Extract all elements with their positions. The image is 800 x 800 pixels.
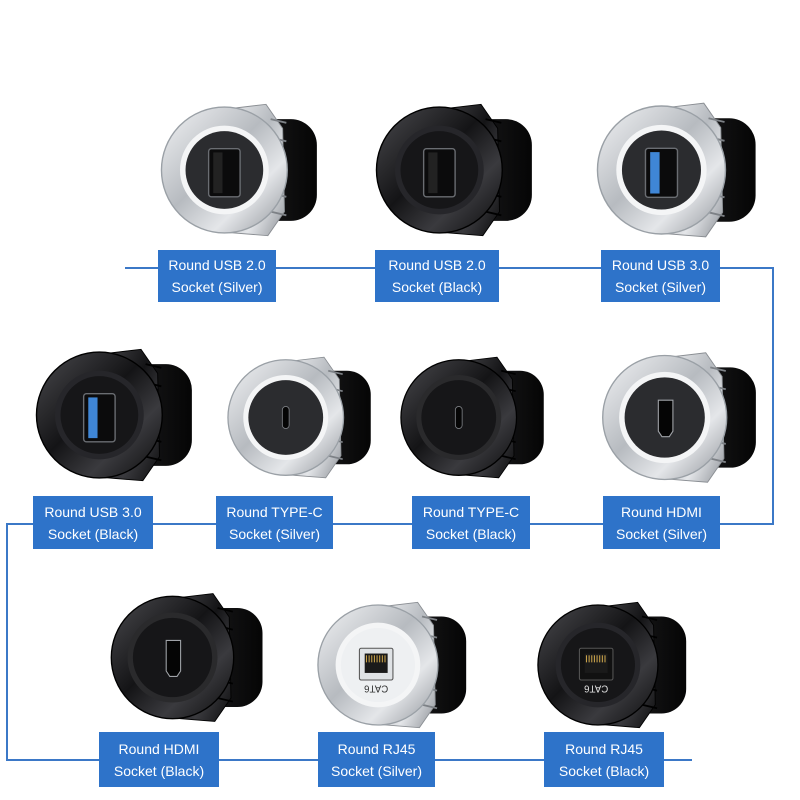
usb-c-port-icon <box>454 406 463 429</box>
product-rj45-silver: CAT6 <box>310 590 490 740</box>
connector-line <box>6 523 8 760</box>
socket-usb30-black-illustration <box>35 348 192 482</box>
socket-image <box>590 90 780 255</box>
thread-ridge <box>217 697 234 703</box>
thread-ridge <box>145 455 162 462</box>
thread-ridge <box>270 210 287 217</box>
label-line-1: Round RJ45 <box>337 740 416 757</box>
label-line-1: Round TYPE-C <box>422 503 520 520</box>
socket-hdmi-black-illustration <box>110 593 263 722</box>
label-line-1: Round HDMI <box>621 503 702 520</box>
label-line-2: Socket (Silver) <box>171 279 263 295</box>
product-hdmi-silver <box>595 340 780 495</box>
product-usb30-silver <box>590 90 780 250</box>
label-line-2: Socket (Black) <box>113 762 205 779</box>
thread-ridge <box>485 210 502 217</box>
label-typec-black: Round TYPE-C Socket (Black) <box>412 496 530 549</box>
thread-ridge <box>421 703 438 710</box>
thread-ridge <box>270 118 287 124</box>
socket-image <box>155 90 340 255</box>
label-line-1: Round USB 3.0 <box>44 503 142 520</box>
rj45-slot <box>584 653 608 673</box>
thread-ridge <box>710 457 727 464</box>
label-usb30-black: Round USB 3.0 Socket (Black) <box>33 496 153 549</box>
usb-tongue <box>213 152 223 194</box>
socket-image: CAT6 <box>310 590 490 745</box>
socket-hdmi-silver-illustration <box>602 352 756 483</box>
label-line-1: Round HDMI <box>118 740 200 757</box>
rj45-slot <box>364 653 388 673</box>
label-line-2: Socket (Black) <box>558 762 650 779</box>
label-rj45-black: Round RJ45 Socket (Black) <box>544 732 664 787</box>
label-rj45-silver: Round RJ45 Socket (Silver) <box>318 732 435 787</box>
socket-image <box>30 335 215 500</box>
label-line-2: Socket (Silver) <box>228 525 321 542</box>
product-usb20-black <box>370 90 555 250</box>
cat6-marking: CAT6 <box>584 682 608 693</box>
label-hdmi-black: Round HDMI Socket (Black) <box>99 732 219 787</box>
label-line-2: Socket (Silver) <box>615 525 708 542</box>
label-line-1: Round USB 2.0 <box>388 257 486 273</box>
label-typec-silver: Round TYPE-C Socket (Silver) <box>216 496 333 549</box>
thread-ridge <box>708 117 725 123</box>
label-line-2: Socket (Black) <box>47 525 139 542</box>
connector-line <box>6 523 774 525</box>
socket-usb20-black-illustration <box>375 103 532 237</box>
label-line-1: Round RJ45 <box>565 740 643 757</box>
label-usb20-silver: Round USB 2.0 Socket (Silver) <box>158 250 276 302</box>
hdmi-port-icon <box>657 399 674 438</box>
connector-line <box>772 267 774 524</box>
usb-tongue <box>428 152 438 194</box>
thread-ridge <box>328 369 343 375</box>
socket-image <box>105 580 285 740</box>
thread-ridge <box>421 615 438 621</box>
product-typec-black <box>395 340 565 495</box>
label-hdmi-silver: Round HDMI Socket (Silver) <box>603 496 720 549</box>
thread-ridge <box>217 607 234 613</box>
label-usb20-black: Round USB 2.0 Socket (Black) <box>375 250 499 302</box>
cat6-marking: CAT6 <box>364 682 388 693</box>
socket-rj45-silver-illustration: CAT6 <box>317 601 467 729</box>
socket-image <box>222 340 392 500</box>
socket-typec-black-illustration <box>400 356 544 479</box>
usb-tongue <box>88 397 98 439</box>
socket-image <box>370 90 555 255</box>
usb-c-port-icon <box>281 406 290 429</box>
label-line-2: Socket (Silver) <box>330 762 423 779</box>
hdmi-port-icon <box>165 639 182 677</box>
label-line-1: Round USB 2.0 <box>168 257 266 273</box>
socket-image: CAT6 <box>530 590 710 745</box>
socket-image <box>395 340 565 500</box>
label-line-1: Round TYPE-C <box>226 503 323 520</box>
product-rj45-black: CAT6 <box>530 590 710 740</box>
product-typec-silver <box>222 340 392 495</box>
socket-typec-silver-illustration <box>227 356 371 479</box>
socket-usb20-silver-illustration <box>160 103 317 237</box>
label-line-2: Socket (Black) <box>391 279 483 295</box>
socket-rj45-black-illustration: CAT6 <box>537 601 687 729</box>
thread-ridge <box>708 211 725 218</box>
product-hdmi-black <box>105 580 285 735</box>
label-line-2: Socket (Black) <box>425 525 517 542</box>
thread-ridge <box>485 118 502 124</box>
label-usb30-silver: Round USB 3.0 Socket (Silver) <box>601 250 720 302</box>
thread-ridge <box>710 366 727 372</box>
socket-usb30-silver-illustration <box>596 102 756 238</box>
thread-ridge <box>145 363 162 369</box>
label-line-2: Socket (Silver) <box>614 279 707 295</box>
product-usb20-silver <box>155 90 340 250</box>
thread-ridge <box>328 454 343 460</box>
product-usb30-black <box>30 335 215 495</box>
thread-ridge <box>501 369 516 375</box>
thread-ridge <box>641 703 658 710</box>
usb-tongue <box>650 152 660 194</box>
thread-ridge <box>501 454 516 460</box>
socket-image <box>595 340 780 500</box>
thread-ridge <box>641 615 658 621</box>
label-line-1: Round USB 3.0 <box>611 257 710 273</box>
